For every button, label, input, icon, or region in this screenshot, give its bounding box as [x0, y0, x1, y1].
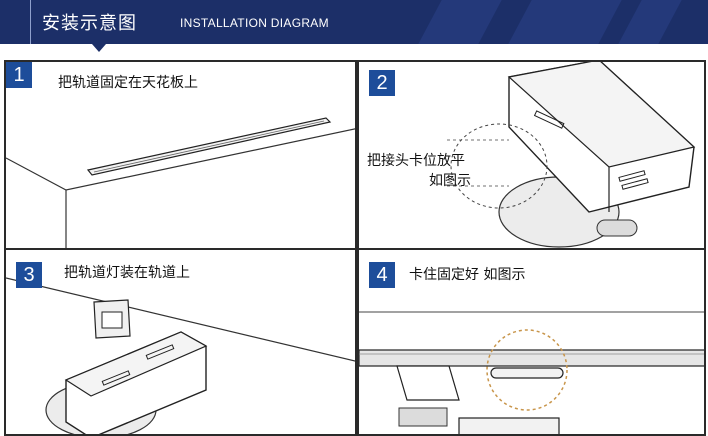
- step-1-panel: 1 把轨道固定在天花板上: [4, 60, 357, 252]
- connector-illustration: [447, 62, 696, 248]
- header-stripe: [418, 0, 502, 44]
- header-pointer: [92, 44, 106, 52]
- step-4-caption: 卡住固定好 如图示: [409, 267, 526, 283]
- page-title: 安装示意图: [42, 13, 137, 34]
- page-subtitle: INSTALLATION DIAGRAM: [180, 16, 329, 30]
- header-divider: [30, 0, 31, 44]
- step-2-caption-line2: 如图示: [429, 173, 471, 189]
- step-1-caption: 把轨道固定在天花板上: [58, 75, 198, 91]
- header-banner: 安装示意图 INSTALLATION DIAGRAM: [0, 0, 708, 44]
- step-3-caption: 把轨道灯装在轨道上: [64, 265, 190, 281]
- step-4-panel: 4 卡住固定好 如图示: [357, 248, 706, 436]
- header-stripe: [508, 0, 622, 44]
- mount-light-illustration: [6, 277, 355, 434]
- step-3-panel: 3 把轨道灯装在轨道上: [4, 248, 357, 436]
- step-2-caption-line1: 把接头卡位放平: [367, 153, 465, 169]
- step-3-badge: 3: [16, 262, 42, 288]
- step-2-panel: 2 把接头卡位放平 如图示: [357, 60, 706, 252]
- step-4-badge: 4: [369, 262, 395, 288]
- step-1-badge: 1: [6, 62, 32, 88]
- header-stripe: [618, 0, 682, 44]
- lock-in-place-illustration: [359, 311, 704, 434]
- step-2-badge: 2: [369, 70, 395, 96]
- ceiling-track-illustration: [6, 117, 355, 250]
